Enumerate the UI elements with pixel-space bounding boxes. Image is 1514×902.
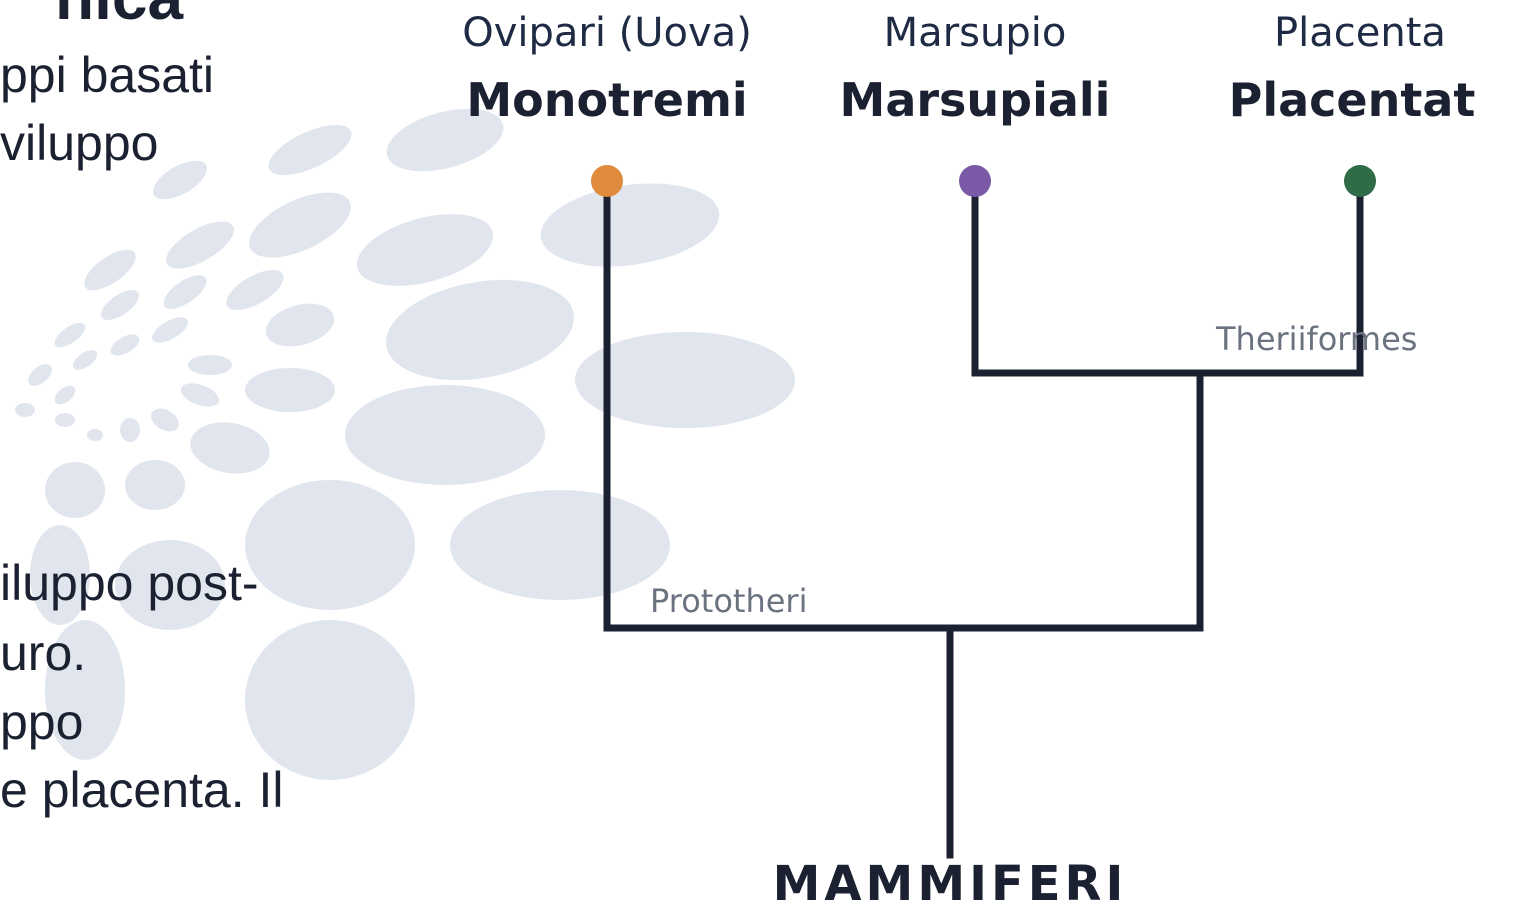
body-line: e placenta. Il bbox=[0, 762, 284, 818]
leaf-label: Marsupiali bbox=[840, 73, 1111, 127]
body-line: ppo bbox=[0, 694, 84, 750]
body-line: uro. bbox=[0, 625, 87, 681]
leaf-label: Placentat bbox=[1229, 73, 1476, 127]
root-label: MAMMIFERI bbox=[773, 856, 1128, 902]
leaf-dot-monotremi bbox=[591, 165, 623, 197]
leaf-sub-label: Placenta bbox=[1274, 10, 1446, 56]
leaf-dot-placentati bbox=[1344, 165, 1376, 197]
body-line: viluppo bbox=[0, 115, 159, 171]
node-label-prototheri: Prototheri bbox=[650, 582, 807, 620]
slide-title-fragment: nica bbox=[55, 0, 183, 34]
body-line: ppi basati bbox=[0, 47, 215, 103]
leaf-sub-label: Marsupio bbox=[884, 10, 1067, 56]
branch-theriiformes bbox=[971, 181, 1364, 377]
leaf-dot-marsupiali bbox=[959, 165, 991, 197]
body-line: iluppo post- bbox=[0, 555, 259, 611]
branch-prototheri bbox=[603, 181, 1204, 632]
leaf-label: Monotremi bbox=[466, 73, 747, 127]
node-label-theriiformes: Theriiformes bbox=[1215, 320, 1417, 358]
tree-branches bbox=[603, 181, 1364, 859]
leaf-sub-label: Ovipari (Uova) bbox=[462, 10, 752, 56]
